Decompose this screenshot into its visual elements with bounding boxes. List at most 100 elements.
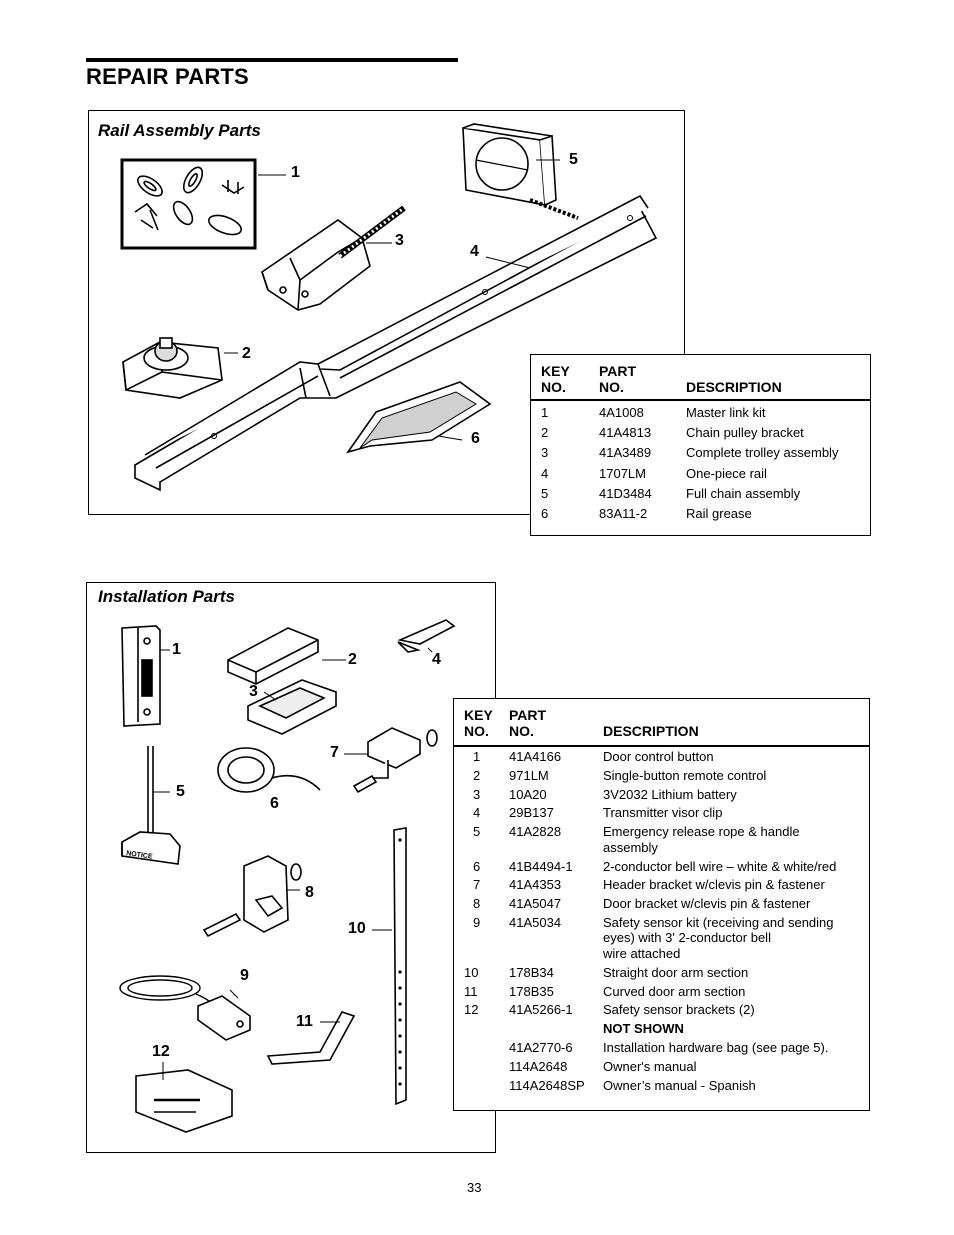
install-row-desc: Safety sensor kit (receiving and sending	[603, 914, 834, 930]
install-row-key: 5	[473, 824, 481, 840]
rail-table-desc-header: DESCRIPTION	[686, 379, 782, 395]
install-row-part: 41A5047	[509, 896, 562, 912]
install-row-key: 7	[473, 877, 481, 893]
rail-row-part: 41A3489	[599, 445, 652, 461]
install-row-key: 11	[464, 983, 478, 999]
rail-row-desc: One-piece rail	[686, 465, 767, 481]
install-callout-9: 9	[240, 967, 249, 984]
rail-assembly-illustration	[120, 123, 658, 492]
rail-row-desc: Master link kit	[686, 405, 766, 420]
install-row-part: 29B137	[509, 805, 554, 821]
rail-row-desc: Complete trolley assembly	[686, 445, 839, 461]
install-callout-11: 11	[296, 1013, 313, 1030]
rail-row-part: 41D3484	[599, 485, 652, 501]
rail-table-header-rule	[531, 399, 870, 401]
rail-row-desc: Chain pulley bracket	[686, 425, 804, 441]
rail-row-part: 83A11-2	[599, 506, 648, 521]
install-row-desc: assembly	[603, 839, 658, 855]
install-row-part: 41A5034	[509, 914, 562, 930]
install-row-desc: Curved door arm section	[603, 983, 746, 999]
not-shown-label: NOT SHOWN	[603, 1021, 684, 1037]
install-table-header-rule	[454, 745, 869, 747]
install-row-desc: Door bracket w/clevis pin & fastener	[603, 896, 811, 912]
install-row-key: 1	[473, 749, 481, 764]
notice-label: NOTICE	[126, 850, 153, 861]
page-title: REPAIR PARTS	[86, 64, 249, 89]
install-row-desc: Safety sensor brackets (2)	[603, 1002, 755, 1018]
install-row-desc: Door control button	[603, 749, 714, 764]
install-row-desc: 2-conductor bell wire – white & white/re…	[603, 858, 837, 874]
rail-callout-6: 6	[471, 430, 480, 447]
install-callout-10: 10	[348, 920, 366, 937]
install-section-title: Installation Parts	[98, 587, 235, 606]
install-callout-4: 4	[432, 651, 441, 668]
install-row-part: 41A5266-1	[509, 1002, 573, 1018]
rail-callout-3: 3	[395, 232, 404, 249]
install-row-key: 12	[464, 1002, 479, 1018]
install-row-desc: 3V2032 Lithium battery	[603, 786, 737, 802]
install-row-desc: Header bracket w/clevis pin & fastener	[603, 877, 825, 893]
install-callout-7: 7	[330, 744, 339, 761]
title-rule	[86, 58, 458, 62]
install-row-key: 3	[473, 786, 481, 802]
rail-row-key: 4	[541, 465, 549, 481]
rail-row-part: 1707LM	[599, 465, 646, 481]
install-row-part: 41A4166	[509, 749, 562, 764]
install-row-part: 41A2828	[509, 824, 562, 840]
install-callout-6: 6	[270, 795, 279, 812]
rail-row-part: 41A4813	[599, 425, 652, 441]
rail-callout-2: 2	[242, 345, 251, 362]
install-row-desc: eyes) with 3' 2-conductor bell	[603, 930, 771, 946]
not-shown-desc: Installation hardware bag (see page 5).	[603, 1039, 829, 1055]
install-row-desc: Transmitter visor clip	[603, 805, 723, 821]
install-table-desc-header: DESCRIPTION	[603, 723, 699, 739]
rail-row-key: 3	[541, 445, 549, 461]
not-shown-desc: Owner's manual	[603, 1058, 697, 1074]
rail-row-part: 4A1008	[599, 405, 644, 420]
rail-row-key: 6	[541, 506, 549, 521]
install-callout-1: 1	[172, 641, 181, 658]
not-shown-part: 41A2770-6	[509, 1039, 573, 1055]
install-callout-8: 8	[305, 884, 314, 901]
install-callout-2: 2	[348, 651, 357, 668]
install-row-key: 6	[473, 858, 481, 874]
not-shown-part: 114A2648	[509, 1058, 568, 1074]
install-row-desc: Single-button remote control	[603, 767, 767, 783]
rail-section-title: Rail Assembly Parts	[98, 121, 261, 140]
install-row-key: 2	[473, 767, 481, 783]
install-row-part: 10A20	[509, 786, 547, 802]
rail-callout-1: 1	[291, 164, 300, 181]
install-callout-12: 12	[152, 1043, 170, 1060]
install-row-desc: Straight door arm section	[603, 964, 749, 980]
not-shown-desc: Owner’s manual - Spanish	[603, 1077, 756, 1093]
rail-callout-5: 5	[569, 151, 578, 168]
install-row-part: 41B4494-1	[509, 858, 573, 874]
install-row-key: 9	[473, 914, 481, 930]
rail-row-desc: Full chain assembly	[686, 485, 801, 501]
install-row-desc: wire attached	[603, 945, 681, 961]
rail-row-desc: Rail grease	[686, 506, 752, 521]
not-shown-part: 114A2648SP	[509, 1077, 585, 1093]
page-number: 33	[467, 1180, 482, 1195]
install-row-part: 178B35	[509, 983, 554, 999]
install-row-key: 4	[473, 805, 481, 821]
install-row-key: 10	[464, 964, 479, 980]
install-row-part: 178B34	[509, 964, 554, 980]
install-row-part: 971LM	[509, 767, 549, 783]
rail-row-key: 1	[541, 405, 549, 420]
rail-row-key: 2	[541, 425, 549, 441]
install-row-part: 41A4353	[509, 877, 562, 893]
install-callout-3: 3	[249, 683, 258, 700]
rail-callout-4: 4	[470, 243, 479, 260]
install-row-key: 8	[473, 896, 481, 912]
install-callout-5: 5	[176, 783, 185, 800]
rail-row-key: 5	[541, 485, 549, 501]
install-row-desc: Emergency release rope & handle	[603, 824, 800, 840]
